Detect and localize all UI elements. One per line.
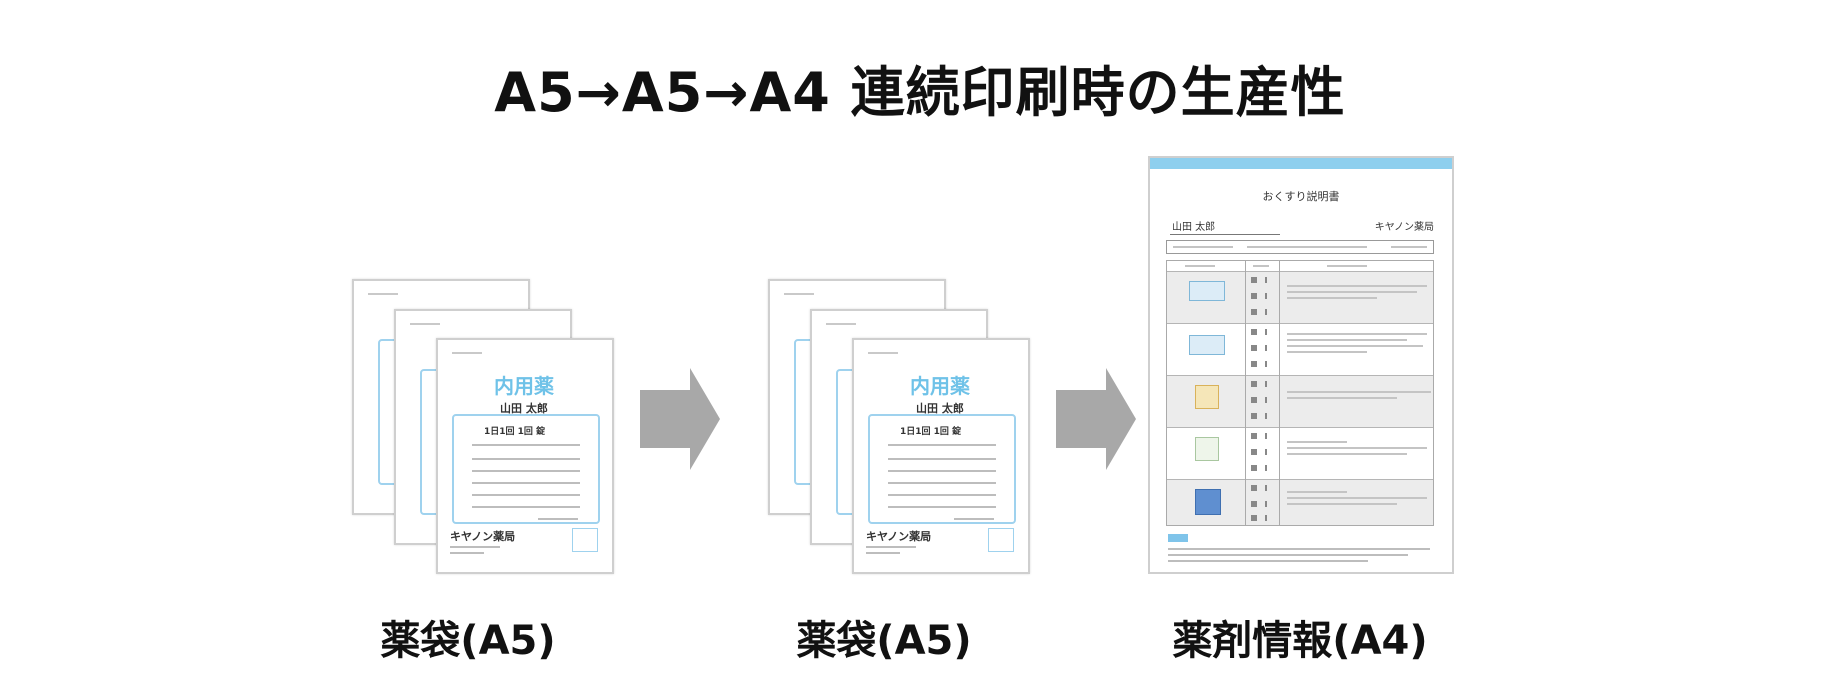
drug-info-sheet: おくすり説明書 山田 太郎 キヤノン薬局: [1148, 156, 1454, 574]
envelope-heading: 内用薬: [494, 374, 554, 398]
envelope-pharmacy-name: キヤノン薬局: [450, 530, 516, 543]
drug-info-heading: おくすり説明書: [1262, 190, 1340, 203]
caption-step-3: 薬剤情報(A4): [1172, 618, 1428, 664]
caption-step-2: 薬袋(A5): [796, 618, 972, 664]
envelope-sheet-front: 内用薬 山田 太郎 1日1回 1回 錠 キヤノン薬局: [436, 338, 614, 574]
envelope-sheet-front: 内用薬 山田 太郎 1日1回 1回 錠 キヤノン薬局: [852, 338, 1030, 574]
envelope-dose-line: 1日1回 1回 錠: [900, 427, 962, 437]
arrow-right-icon: [1056, 368, 1136, 470]
drug-info-pharmacy-name: キヤノン薬局: [1374, 222, 1434, 233]
envelope-patient-name: 山田 太郎: [916, 402, 964, 415]
caption-step-1: 薬袋(A5): [380, 618, 556, 664]
envelope-heading: 内用薬: [910, 374, 970, 398]
envelope-dose-line: 1日1回 1回 錠: [484, 427, 546, 437]
drug-info-table: [1166, 260, 1434, 526]
envelope-pharmacy-name: キヤノン薬局: [866, 530, 932, 543]
drug-info-patient-name: 山田 太郎: [1172, 222, 1216, 233]
page-title: A5→A5→A4 連続印刷時の生産性: [494, 61, 1346, 124]
arrow-right-icon: [640, 368, 720, 470]
envelope-patient-name: 山田 太郎: [500, 402, 548, 415]
